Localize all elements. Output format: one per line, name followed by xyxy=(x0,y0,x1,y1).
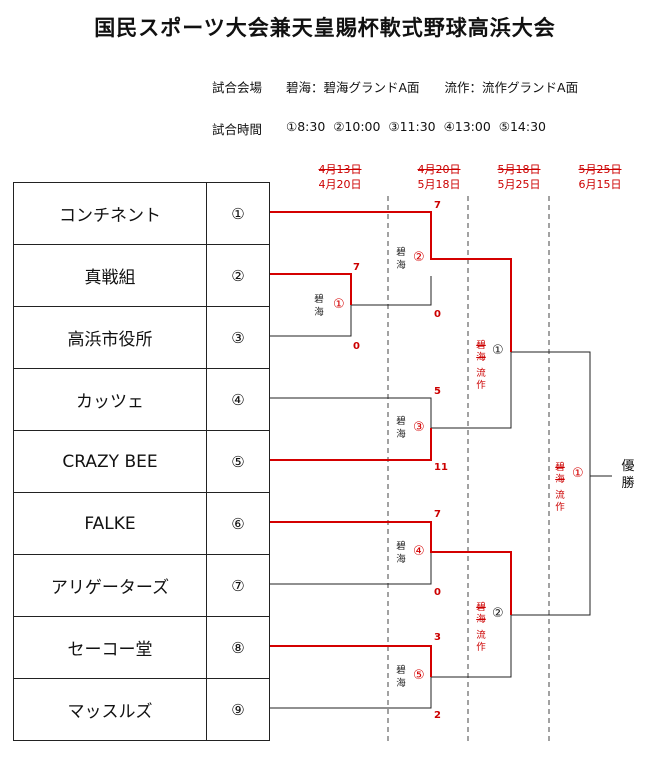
venue-char: 海 xyxy=(396,429,406,440)
venue-char: 流 xyxy=(476,630,486,641)
team-name: CRAZY BEE xyxy=(13,430,207,493)
game3-number: ③ xyxy=(413,420,425,435)
game3-score-top: 5 xyxy=(434,386,441,397)
venue-char: 碧 xyxy=(396,665,406,676)
game1-number: ① xyxy=(333,297,345,312)
game3-score-bottom: 11 xyxy=(434,462,448,473)
struck-venue-char: 海 xyxy=(555,474,565,485)
struck-venue-char: 海 xyxy=(476,614,486,625)
game2-score-top: 7 xyxy=(434,200,441,211)
venue-char: 碧 xyxy=(396,541,406,552)
team-number: ④ xyxy=(206,368,270,431)
date-r1-new: 4月20日 xyxy=(318,178,362,191)
game2-number: ② xyxy=(413,250,425,265)
team-name: FALKE xyxy=(13,492,207,555)
time-text: ①8:30 ②10:00 ③11:30 ④13:00 ⑤14:30 xyxy=(286,119,546,134)
team-name: カッツェ xyxy=(13,368,207,431)
venue-char: 作 xyxy=(555,502,565,513)
champion-label: 優 勝 xyxy=(620,458,636,492)
champion-char: 勝 xyxy=(621,476,635,491)
date-r1-old: 4月13日 xyxy=(318,163,362,176)
date-r4-new: 6月15日 xyxy=(578,178,622,191)
semi2-number: ② xyxy=(492,606,504,621)
struck-venue-char: 海 xyxy=(476,352,486,363)
date-r4-old: 5月25日 xyxy=(578,163,622,176)
date-r2-new: 5月18日 xyxy=(417,178,461,191)
game3-venue: 碧 海 xyxy=(394,415,408,441)
bracket-loser-lines xyxy=(270,276,612,709)
semi2-venue: 碧 海 流 作 xyxy=(474,602,488,654)
game2-score-bottom: 0 xyxy=(434,309,441,320)
team-number: ① xyxy=(206,182,270,245)
team-name: セーコー堂 xyxy=(13,616,207,679)
team-number: ⑦ xyxy=(206,554,270,617)
struck-venue-char: 碧 xyxy=(476,602,486,613)
team-name: マッスルズ xyxy=(13,678,207,741)
game4-score-top: 7 xyxy=(434,509,441,520)
team-name: 真戦組 xyxy=(13,244,207,307)
venue-char: 流 xyxy=(555,490,565,501)
game5-number: ⑤ xyxy=(413,668,425,683)
date-r3-old: 5月18日 xyxy=(497,163,541,176)
team-name: 高浜市役所 xyxy=(13,306,207,369)
struck-venue-char: 碧 xyxy=(476,340,486,351)
venue-text: 碧海：碧海グランドA面 流作：流作グランドA面 xyxy=(286,80,579,95)
date-r2-old: 4月20日 xyxy=(417,163,461,176)
venue-char: 海 xyxy=(396,678,406,689)
game5-score-top: 3 xyxy=(434,632,441,643)
venue-char: 作 xyxy=(476,642,486,653)
time-label: 試合時間 xyxy=(212,122,263,137)
game4-score-bottom: 0 xyxy=(434,587,441,598)
venue-char: 碧 xyxy=(314,294,324,305)
game1-venue: 碧 海 xyxy=(312,293,326,319)
final-number: ① xyxy=(572,466,584,481)
date-r3-new: 5月25日 xyxy=(497,178,541,191)
page-title: 国民スポーツ大会兼天皇賜杯軟式野球高浜大会 xyxy=(94,16,556,40)
game2-venue: 碧 海 xyxy=(394,246,408,272)
bracket-winner-lines xyxy=(270,211,512,677)
semi1-number: ① xyxy=(492,343,504,358)
team-number: ② xyxy=(206,244,270,307)
venue-label: 試合会場 xyxy=(212,80,263,95)
semi1-venue: 碧 海 流 作 xyxy=(474,340,488,392)
game1-score-top: 7 xyxy=(353,262,360,273)
game5-venue: 碧 海 xyxy=(394,664,408,690)
team-name: アリゲーターズ xyxy=(13,554,207,617)
struck-venue-char: 碧 xyxy=(555,462,565,473)
venue-char: 作 xyxy=(476,380,486,391)
venue-char: 流 xyxy=(476,368,486,379)
game1-score-bottom: 0 xyxy=(353,341,360,352)
venue-char: 碧 xyxy=(396,416,406,427)
venue-char: 海 xyxy=(314,307,324,318)
game4-venue: 碧 海 xyxy=(394,540,408,566)
game5-score-bottom: 2 xyxy=(434,710,441,721)
venue-char: 海 xyxy=(396,554,406,565)
round-dividers xyxy=(387,196,550,745)
team-number: ③ xyxy=(206,306,270,369)
team-number: ⑨ xyxy=(206,678,270,741)
team-number: ⑥ xyxy=(206,492,270,555)
champion-char: 優 xyxy=(621,459,635,474)
final-venue: 碧 海 流 作 xyxy=(553,462,567,514)
venue-char: 海 xyxy=(396,260,406,271)
venue-char: 碧 xyxy=(396,247,406,258)
game4-number: ④ xyxy=(413,544,425,559)
